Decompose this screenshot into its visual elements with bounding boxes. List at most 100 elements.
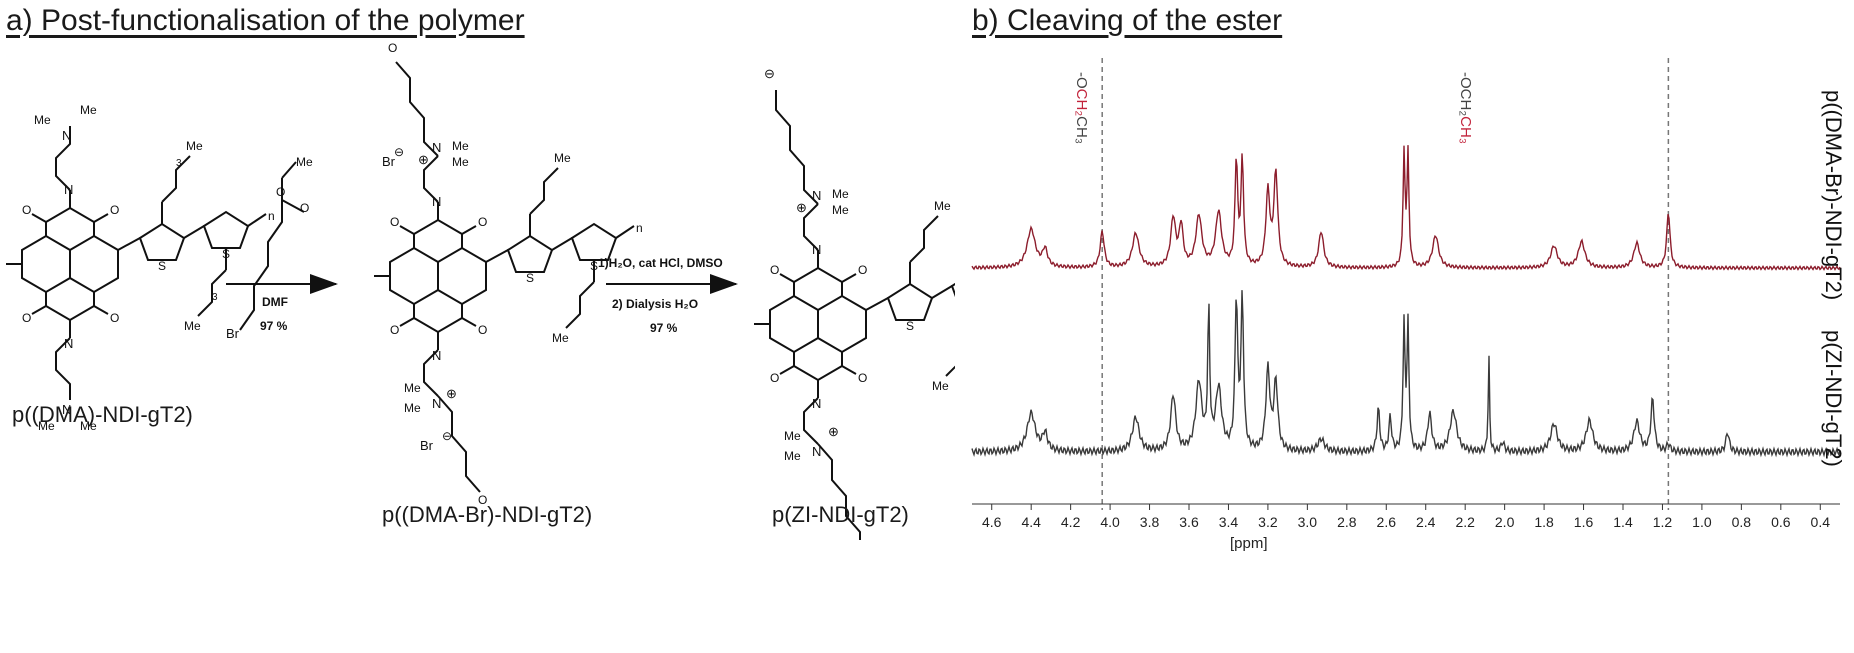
repeat-n: n: [636, 221, 643, 235]
reagent-bromo-ester: [239, 161, 305, 331]
carbonyl-o: O: [478, 323, 487, 337]
repeat-3: 3: [212, 292, 218, 303]
positive-charge: ⊕: [418, 152, 429, 167]
carbonyl-o: O: [858, 263, 867, 277]
repeat-n: n: [268, 209, 275, 223]
x-tick-label: 2.6: [1377, 514, 1397, 530]
methyl-label: Me: [184, 319, 201, 333]
x-tick-label: 4.2: [1061, 514, 1081, 530]
solvent-label: DMF: [262, 295, 288, 309]
carbonyl-o: O: [478, 215, 487, 229]
assignment-och2-post: CH₃: [1073, 116, 1090, 144]
methyl-label: Me: [80, 103, 97, 117]
positive-charge: ⊕: [796, 200, 807, 215]
x-tick-label: 2.8: [1337, 514, 1357, 530]
ester-o: O: [478, 493, 487, 507]
yield-label: 97 %: [650, 321, 678, 335]
methyl-label: Me: [186, 139, 203, 153]
x-tick-label: 3.8: [1140, 514, 1160, 530]
assignment-ch3: -OCH₂CH₃: [1457, 72, 1474, 144]
methyl-label: Me: [452, 139, 469, 153]
methyl-label: Me: [452, 155, 469, 169]
carbonyl-o: O: [858, 371, 867, 385]
compound-label-zi: p(ZI-NDI-gT2): [772, 502, 909, 527]
x-tick-label: 2.4: [1416, 514, 1436, 530]
sulfur-atom: S: [526, 271, 534, 285]
methyl-label: Me: [784, 429, 801, 443]
ammonium-n: N: [812, 188, 821, 203]
x-axis-title: [ppm]: [1230, 535, 1268, 552]
x-tick-label: 3.6: [1179, 514, 1199, 530]
x-tick-label: 0.4: [1811, 514, 1831, 530]
x-tick-label: 2.2: [1455, 514, 1475, 530]
methyl-label: Me: [554, 151, 571, 165]
ammonium-n: N: [432, 140, 441, 155]
methyl-label: Me: [832, 203, 849, 217]
yield-label: 97 %: [260, 319, 288, 333]
atom-n: N: [62, 402, 71, 417]
methyl-label: Me: [404, 401, 421, 415]
carbonyl-o: O: [390, 215, 399, 229]
repeat-3: 3: [176, 158, 182, 169]
x-tick-label: 1.2: [1653, 514, 1673, 530]
compound-dma-br: N N N N ⊕ ⊕ Br ⊖ Br ⊖ Me Me Me Me O O O …: [373, 41, 643, 507]
ammonium-n: N: [432, 396, 441, 411]
x-tick-label: 4.0: [1100, 514, 1120, 530]
compound-label-dma: p((DMA)-NDI-gT2): [12, 402, 193, 427]
methyl-label: Me: [932, 379, 949, 393]
spectrum-line-2: [971, 290, 1841, 458]
reaction-scheme: N N N N Me Me Me Me O O O O S S n Me Me …: [5, 41, 955, 540]
carboxylate-charge: ⊖: [764, 66, 775, 81]
assignment-och2-highlight: CH₂: [1073, 88, 1090, 117]
atom-n: N: [62, 128, 71, 143]
carbonyl-o: O: [770, 263, 779, 277]
compound-label-dma-br: p((DMA-Br)-NDI-gT2): [382, 502, 593, 527]
sulfur-atom: S: [158, 259, 166, 273]
methyl-label: Me: [784, 449, 801, 463]
atom-n: N: [64, 182, 73, 197]
negative-charge: ⊖: [394, 145, 404, 159]
carbonyl-o: O: [110, 203, 119, 217]
methyl-label: Me: [296, 155, 313, 169]
methyl-label: Me: [38, 419, 55, 433]
x-tick-label: 2.0: [1495, 514, 1515, 530]
positive-charge: ⊕: [828, 424, 839, 439]
ammonium-n: N: [812, 444, 821, 459]
methyl-label: Me: [934, 199, 951, 213]
spectrum-line-1: [971, 145, 1841, 271]
negative-charge: ⊖: [442, 429, 452, 443]
x-tick-label: 0.8: [1732, 514, 1752, 530]
carbonyl-o: O: [390, 323, 399, 337]
bromide-label: Br: [420, 438, 434, 453]
atom-n: N: [812, 242, 821, 257]
assignment-och2: -OCH₂CH₃: [1073, 72, 1090, 144]
x-tick-label: 1.4: [1613, 514, 1633, 530]
x-tick-label: 4.4: [1021, 514, 1041, 530]
x-tick-label: 1.6: [1574, 514, 1594, 530]
assignment-och2-pre: -O: [1073, 72, 1090, 89]
ester-o: O: [388, 41, 397, 55]
x-tick-label: 4.6: [982, 514, 1002, 530]
trace-label-top: p((DMA-Br)-NDI-gT2): [1821, 90, 1846, 301]
atom-n: N: [432, 194, 441, 209]
methyl-label: Me: [552, 331, 569, 345]
trace-label-bottom: p(ZI-NDI-gT2): [1821, 330, 1846, 467]
bromine-label: Br: [226, 326, 240, 341]
atom-n: N: [64, 336, 73, 351]
compound-dma: N N N N Me Me Me Me O O O O S S n Me Me …: [5, 103, 275, 433]
x-tick-label: 3.4: [1219, 514, 1239, 530]
carbonyl-o: O: [770, 371, 779, 385]
ester-o: O: [276, 185, 285, 199]
x-tick-label: 3.0: [1298, 514, 1318, 530]
sulfur-atom: S: [222, 247, 230, 261]
carbonyl-o: O: [22, 311, 31, 325]
atom-n: N: [432, 348, 441, 363]
methyl-label: Me: [404, 381, 421, 395]
compound-zi: N N N N ⊕ ⊕ ⊖ ⊖ Me Me Me Me O O O O S S …: [753, 66, 955, 540]
bromide-label: Br: [382, 154, 396, 169]
panel-b-title: b) Cleaving of the ester: [972, 4, 1283, 37]
ester-o: O: [300, 201, 309, 215]
methyl-label: Me: [34, 113, 51, 127]
assignment-ch3-pre: -OCH₂: [1457, 72, 1474, 117]
conditions-line-2: 2) Dialysis H₂O: [612, 297, 698, 311]
